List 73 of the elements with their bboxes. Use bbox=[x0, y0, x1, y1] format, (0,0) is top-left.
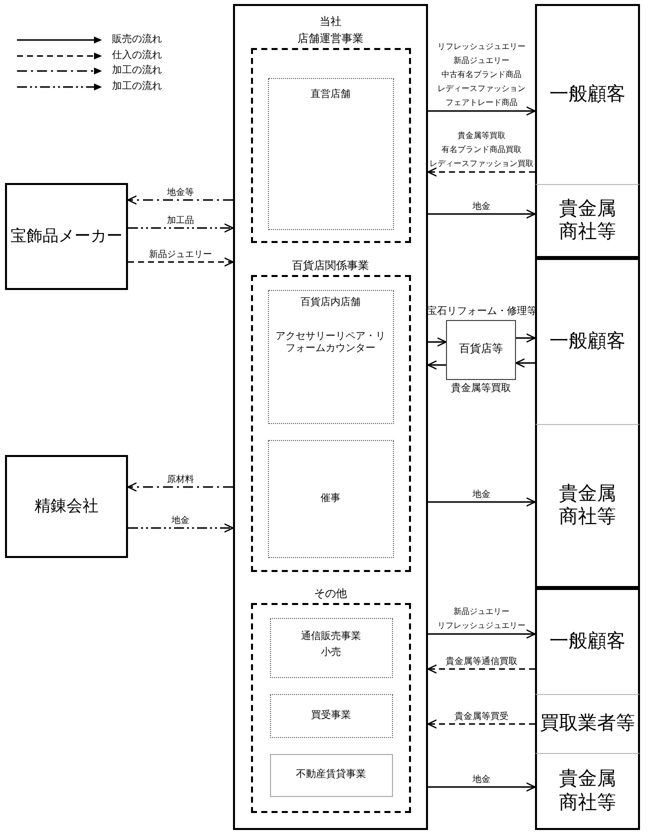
edge-label: リフレッシュジュエリー新品ジュエリー中古有名ブランド商品レディースファッションフェアトレード商品 bbox=[436, 41, 526, 109]
flow-arrow bbox=[515, 358, 535, 368]
legend-label: 加工の流れ bbox=[112, 80, 162, 94]
edge-label: 新品ジュエリーリフレッシュジュエリー bbox=[436, 606, 526, 632]
edge-label: 加工品 bbox=[166, 214, 195, 227]
edge-label: 地金 bbox=[170, 514, 190, 527]
edge-label: 地金 bbox=[472, 488, 492, 501]
flow-arrow bbox=[428, 629, 536, 639]
edge-label: 地金 bbox=[472, 200, 492, 213]
flow-arrow bbox=[127, 482, 233, 492]
node-label: 貴金属商社等 bbox=[558, 482, 617, 530]
node-label: 一般顧客 bbox=[548, 83, 626, 107]
section-heading: 店舗運営事業 bbox=[296, 32, 364, 46]
flow-arrow bbox=[128, 257, 234, 267]
node-label: 直営店舗 bbox=[310, 88, 352, 101]
edge-label: 新品ジュエリー bbox=[148, 248, 213, 261]
flow-arrow bbox=[428, 497, 536, 507]
flow-arrow bbox=[428, 106, 536, 116]
legend-label: 仕入の流れ bbox=[112, 48, 162, 62]
edge-label: 貴金属等買受 bbox=[454, 710, 510, 723]
customer-box bbox=[535, 753, 640, 830]
node-label: 一般顧客 bbox=[548, 330, 626, 354]
business-box bbox=[270, 694, 392, 738]
customer-box bbox=[535, 424, 640, 588]
node-label: 催事 bbox=[320, 492, 342, 505]
node-label: 買取業者等 bbox=[539, 712, 636, 736]
customer-box bbox=[535, 258, 640, 424]
node-label: 通信販売事業 bbox=[300, 630, 362, 643]
business-box bbox=[270, 618, 392, 678]
edge-label: 原材料 bbox=[166, 473, 195, 486]
node-label: 貴金属商社等 bbox=[558, 767, 617, 815]
flow-arrow bbox=[127, 195, 233, 205]
customer-box bbox=[535, 4, 640, 184]
legend-label: 販売の流れ bbox=[112, 33, 162, 47]
legend-label: 加工の流れ bbox=[112, 64, 162, 78]
customer-box bbox=[535, 694, 640, 753]
edge-label: 地金等 bbox=[166, 186, 195, 199]
section-heading: その他 bbox=[313, 588, 348, 602]
flow-arrow bbox=[427, 167, 535, 177]
partner-box bbox=[5, 183, 128, 290]
node-label: 一般顧客 bbox=[548, 630, 626, 654]
flow-arrow bbox=[427, 719, 535, 729]
business-box bbox=[268, 440, 394, 558]
node-label: 百貨店等 bbox=[458, 343, 504, 357]
node-label: 百貨店内店舗 bbox=[300, 296, 362, 309]
edge-label: 地金 bbox=[472, 773, 492, 786]
section-heading: 当社 bbox=[318, 16, 342, 30]
customer-box bbox=[535, 588, 640, 694]
node-label: 小売 bbox=[320, 646, 342, 659]
company-box bbox=[233, 4, 428, 830]
node-label: アクセサリーリペア・リフォームカウンター bbox=[274, 330, 386, 356]
flow-arrow bbox=[128, 223, 234, 233]
business-box bbox=[268, 290, 394, 424]
node-caption: 貴金属等買取 bbox=[450, 383, 512, 396]
node-label: 貴金属商社等 bbox=[558, 196, 617, 244]
flow-arrow bbox=[428, 209, 536, 219]
customer-box bbox=[535, 184, 640, 258]
flow-arrow bbox=[427, 664, 535, 674]
edge-label: 貴金属等通信買取 bbox=[444, 655, 518, 668]
business-box bbox=[270, 754, 392, 796]
edge-label: 貴金属等買取有名ブランド商品買取レディースファッション買取 bbox=[428, 130, 534, 170]
business-box bbox=[268, 78, 394, 230]
node-label: 宝飾品メーカー bbox=[10, 226, 124, 246]
flow-arrow bbox=[128, 523, 234, 533]
partner-box bbox=[5, 455, 128, 558]
node-label: 買受事業 bbox=[310, 709, 352, 722]
flow-arrow bbox=[427, 360, 446, 370]
flow-arrow bbox=[428, 782, 536, 792]
flow-arrow bbox=[428, 337, 447, 347]
section-heading: 百貨店関係事業 bbox=[291, 260, 370, 274]
node-label: 精錬会社 bbox=[34, 496, 100, 516]
flow-arrow bbox=[516, 333, 536, 343]
node-label: 不動産賃貸事業 bbox=[295, 768, 367, 782]
